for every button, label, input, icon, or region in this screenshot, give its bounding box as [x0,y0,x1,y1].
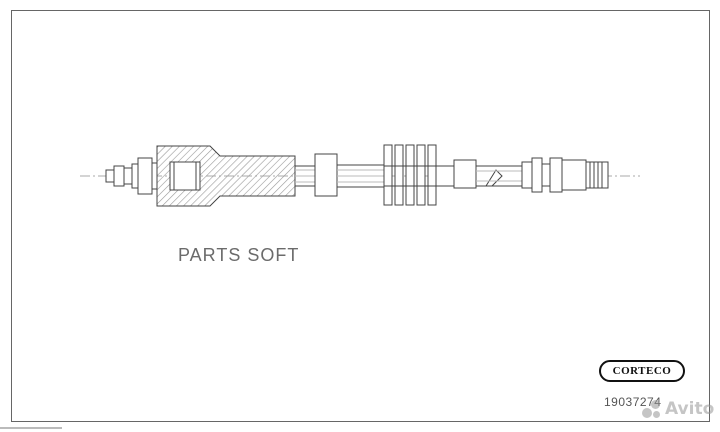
brand-logo: CORTECO [599,360,685,382]
drawing-frame [11,10,710,422]
finned-bracket [383,144,437,206]
avito-text: Avito [665,399,715,419]
part-number: 19037274 [604,395,662,409]
avito-watermark: Avito [640,392,718,426]
footer-line [0,427,62,429]
brand-logo-text: CORTECO [612,365,672,377]
hose-body-middle [336,164,385,188]
hose-sleeve [314,153,338,197]
hose-body-right [435,159,523,189]
watermark-text: PARTS SOFT [178,245,300,265]
hose-body-left [294,165,316,187]
avito-logo-icon [640,398,662,420]
right-threaded-fitting [521,157,609,193]
crimp-housing [156,145,296,207]
left-pin-fitting [105,157,158,195]
